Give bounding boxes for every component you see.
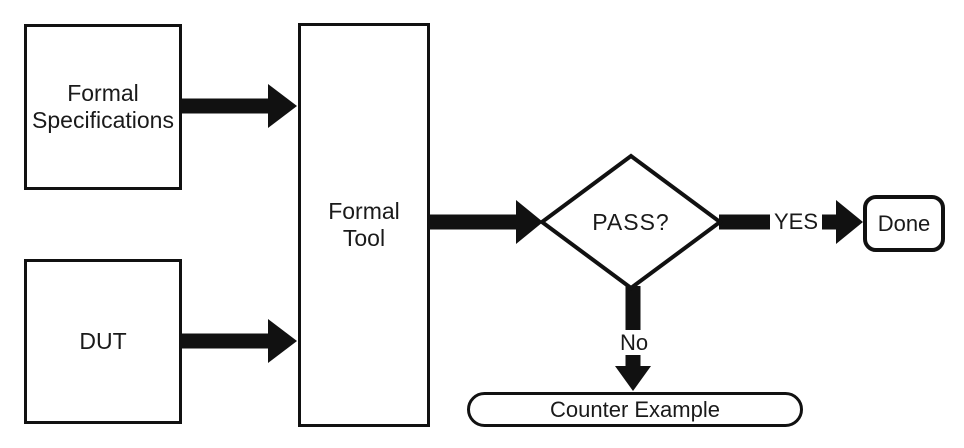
edge-label-no: No [616,330,652,355]
node-done: Done [863,195,945,252]
node-formal-specifications: Formal Specifications [24,24,182,190]
dut-label: DUT [79,327,127,354]
arrow-tool-to-decision [430,200,543,244]
pass-decision-diamond [538,153,724,291]
arrow-specs-to-tool [182,84,297,128]
arrow-dut-to-tool [182,319,297,363]
node-counter-example: Counter Example [467,392,803,427]
done-label: Done [877,210,931,236]
pass-decision-label: PASS? [592,208,670,235]
formal-tool-label: Formal Tool [328,197,400,251]
node-dut: DUT [24,259,182,424]
edge-label-yes: YES [770,209,822,235]
formal-specifications-label: Formal Specifications [32,79,174,133]
node-formal-tool: Formal Tool [298,23,430,427]
counter-example-label: Counter Example [550,396,720,422]
